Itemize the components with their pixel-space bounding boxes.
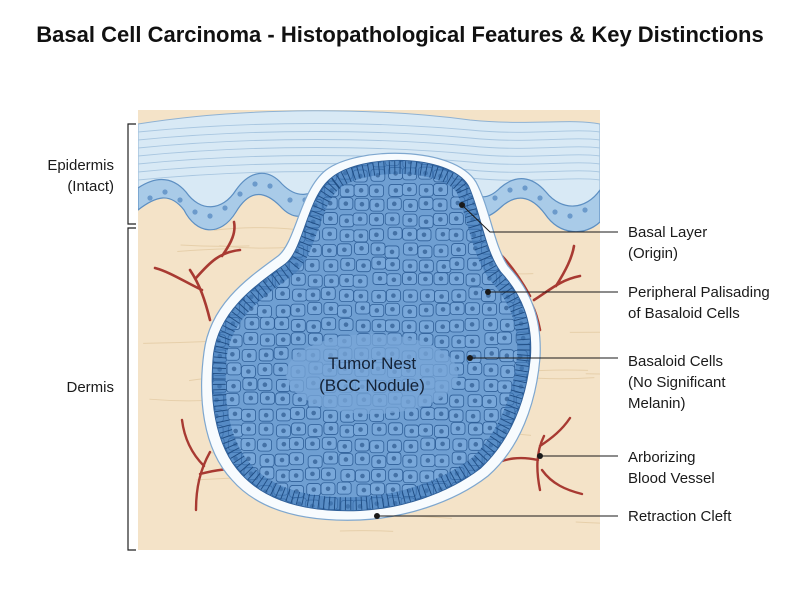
callout-basal-layer: Basal Layer (Origin) bbox=[459, 202, 707, 262]
callout-palisading: Peripheral Palisading of Basaloid Cells bbox=[485, 284, 770, 322]
dermis-label: Dermis bbox=[67, 379, 115, 396]
basaloid-label-line1: Basaloid Cells bbox=[628, 353, 723, 370]
tissue-section bbox=[138, 110, 600, 550]
basal-layer-label-line2: (Origin) bbox=[628, 245, 678, 262]
epidermis-strata bbox=[138, 123, 600, 181]
callout-retraction-cleft: Retraction Cleft bbox=[374, 508, 732, 525]
diagram-title: Basal Cell Carcinoma - Histopathological… bbox=[36, 22, 763, 47]
tumor-label-backdrop bbox=[286, 334, 458, 414]
callout-vessel: Arborizing Blood Vessel bbox=[537, 449, 715, 487]
dermis-bracket bbox=[127, 227, 136, 551]
palisading-cells bbox=[212, 160, 531, 511]
epidermis-label-line2: (Intact) bbox=[67, 178, 114, 195]
callout-basaloid-cells: Basaloid Cells (No Significant Melanin) bbox=[467, 353, 726, 412]
basal-cells bbox=[147, 181, 588, 219]
cleft-label: Retraction Cleft bbox=[628, 508, 732, 525]
basal-layer-label-line1: Basal Layer bbox=[628, 224, 707, 241]
palisading-label-line1: Peripheral Palisading bbox=[628, 284, 770, 301]
epidermis-label-line1: Epidermis bbox=[47, 157, 114, 174]
palisading-label-line2: of Basaloid Cells bbox=[628, 305, 740, 322]
basaloid-label-line2: (No Significant bbox=[628, 374, 726, 391]
tumor-label-line2: (BCC Nodule) bbox=[319, 376, 425, 395]
basaloid-label-line3: Melanin) bbox=[628, 395, 686, 412]
vessel-label-line2: Blood Vessel bbox=[628, 470, 715, 487]
tumor-label-line1: Tumor Nest bbox=[328, 354, 416, 373]
epidermis-bracket bbox=[127, 123, 136, 225]
vessel-label-line1: Arborizing bbox=[628, 449, 696, 466]
